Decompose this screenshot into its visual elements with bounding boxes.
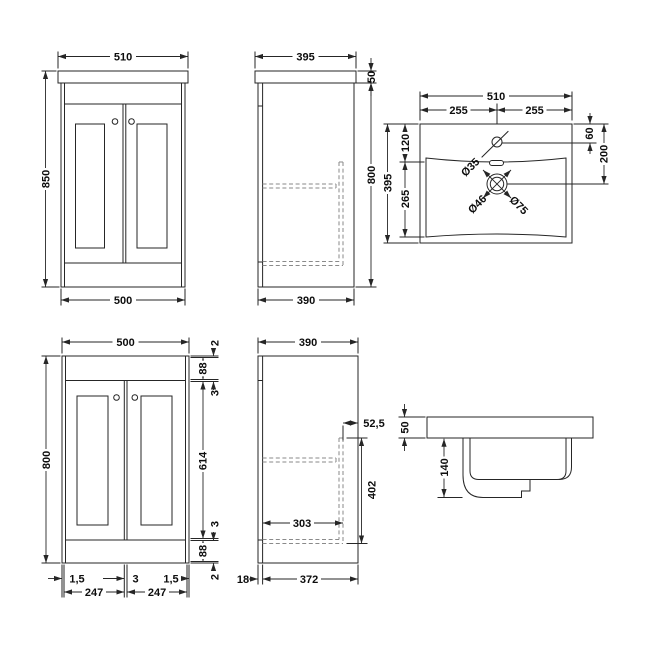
cabinet-side-detail-view: 390 52,5 402 303 18 372 <box>237 336 385 586</box>
dim-carcass-depth: 372 <box>300 574 318 586</box>
basin-bowl-outline <box>425 157 567 238</box>
dim-door-width-right: 247 <box>148 587 166 599</box>
bowl-inner-profile <box>469 437 567 480</box>
dim-reveal-top: 3 <box>210 390 222 396</box>
dim-cabinet-width: 500 <box>114 295 132 307</box>
knob-right-detail <box>131 394 139 401</box>
shelf-hidden-line <box>262 183 337 189</box>
dim-cabinet-height-detail: 800 <box>41 451 53 469</box>
worktop-front <box>57 70 189 84</box>
dim-cabinet-depth: 390 <box>297 295 315 307</box>
cabinet-side <box>257 82 355 288</box>
dim-door-width-left: 247 <box>85 587 103 599</box>
basin-plan-view: 510 255 255 Ø35 Ø46 Ø75 60 200 395 120 2… <box>381 90 611 244</box>
shelf-hidden-line-detail <box>262 457 337 463</box>
back-panel-hidden-line-detail <box>262 437 344 544</box>
dim-basin-half-left: 255 <box>449 105 467 117</box>
dim-worktop-width: 510 <box>114 52 132 64</box>
dim-door-gap-center: 3 <box>132 574 138 586</box>
door-panel-right-detail <box>140 395 173 526</box>
dim-internal-depth: 303 <box>293 518 311 530</box>
dim-drain-offset: 200 <box>599 145 611 163</box>
knob-left-detail <box>113 394 120 401</box>
dim-top-rail: 88 <box>198 362 210 374</box>
dim-worktop-depth: 395 <box>296 52 314 64</box>
dim-worktop-height: 50 <box>366 71 378 83</box>
bowl-outer-right-profile <box>558 437 572 481</box>
dim-back-recess: 52,5 <box>363 418 384 430</box>
dim-tap-offset: 60 <box>584 127 596 139</box>
front-view-with-worktop: 510 850 500 <box>39 50 189 307</box>
door-panel-left <box>75 123 105 249</box>
dim-door-height: 614 <box>198 451 210 470</box>
dim-bottom-rail: 88 <box>198 545 210 557</box>
dim-bowl-depth-plan: 265 <box>400 190 412 208</box>
bowl-outer-left-profile <box>462 437 531 498</box>
knob-left <box>111 118 119 125</box>
dim-rim-height: 50 <box>400 421 412 433</box>
dim-bowl-profile-depth: 140 <box>439 458 451 476</box>
dim-cabinet-height: 800 <box>366 166 378 184</box>
knob-right <box>128 118 135 125</box>
dim-gap-bottom: 2 <box>210 574 222 580</box>
door-panel-right <box>136 123 168 249</box>
dim-side-gap-left: 1,5 <box>69 574 84 586</box>
dim-deck-depth: 120 <box>400 134 412 152</box>
dim-basin-half-right: 255 <box>525 105 543 117</box>
dim-side-gap-right: 1,5 <box>163 574 178 586</box>
door-panel-left-detail <box>76 395 109 526</box>
worktop-side <box>254 70 357 84</box>
dim-basin-width: 510 <box>487 91 505 103</box>
dim-gap-top: 2 <box>210 340 222 346</box>
dim-door-thickness: 18 <box>237 574 249 586</box>
basin-side-profile-view: 50 140 <box>398 404 594 498</box>
dim-back-panel-height: 402 <box>367 481 379 499</box>
dim-basin-total-depth: 395 <box>383 174 395 192</box>
dim-total-height: 850 <box>41 170 53 188</box>
dim-cabinet-width-detail: 500 <box>116 337 134 349</box>
basin-rim-profile <box>426 416 594 439</box>
overflow-slot <box>489 160 504 166</box>
dim-cabinet-depth-detail: 390 <box>299 337 317 349</box>
side-view-with-worktop: 395 50 800 390 <box>254 50 378 307</box>
dim-reveal-bottom: 3 <box>210 521 222 527</box>
cabinet-front-detail-view: 500 800 2 88 3 614 3 88 2 1,5 3 1,5 24 <box>40 336 222 599</box>
door-gap <box>122 103 127 264</box>
back-panel-hidden-line <box>262 161 344 266</box>
